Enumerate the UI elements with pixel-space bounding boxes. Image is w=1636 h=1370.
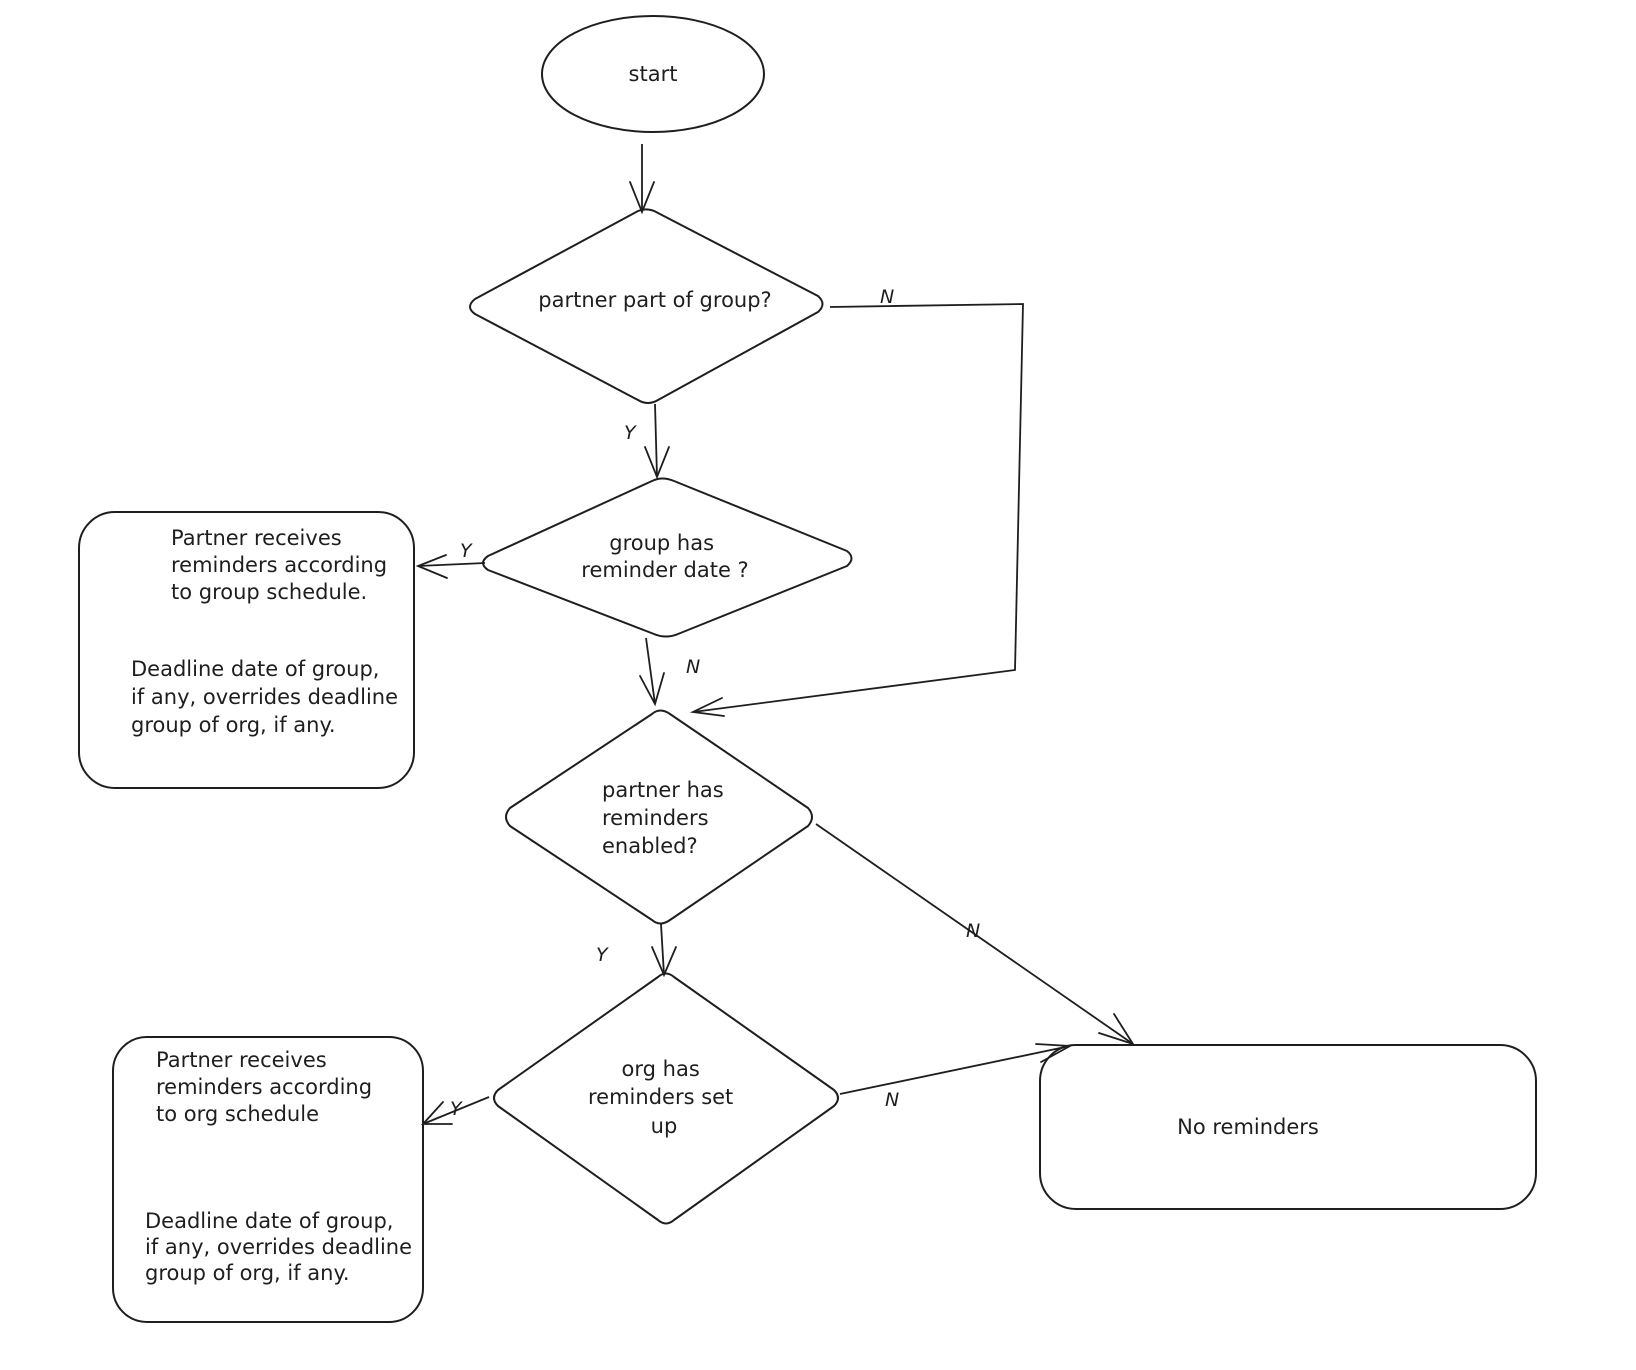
- edge-label-no: N: [686, 656, 700, 678]
- start-terminal-shape: [541, 15, 765, 133]
- node-no-reminders: No reminders: [1039, 1044, 1537, 1210]
- process-box-no-reminders: [1039, 1044, 1537, 1210]
- edge-group-has-reminder-date-no: N: [639, 637, 700, 707]
- node-org-schedule-outcome: Partner receives reminders according to …: [112, 1036, 424, 1323]
- edge-label-no: N: [966, 920, 980, 942]
- connector-line: [660, 923, 665, 976]
- edge-group-has-reminder-date-yes: Y: [415, 540, 486, 579]
- arrowhead-icon: [629, 181, 655, 215]
- connector-line: [422, 1096, 490, 1125]
- edge-partner-part-of-group-yes: Y: [624, 403, 670, 480]
- start-label: start: [629, 62, 678, 86]
- edge-label-yes: Y: [450, 1098, 463, 1120]
- edge-partner-part-of-group-no: N: [689, 286, 1024, 717]
- edge-label-no: N: [885, 1089, 899, 1111]
- edge-org-has-reminders-set-up-no: N: [839, 1043, 1074, 1111]
- decision-diamond-org-has-reminders-set-up: [493, 972, 839, 1225]
- edge-label-yes: Y: [596, 944, 609, 966]
- partner-part-of-group-label: partner part of group?: [538, 288, 771, 312]
- node-partner-has-reminders-enabled: partner has reminders enabled?: [505, 709, 813, 925]
- decision-diamond-partner-has-reminders-enabled: [505, 709, 813, 925]
- node-group-has-reminder-date: group has reminder date ?: [482, 477, 853, 638]
- connector-line: [692, 303, 1024, 713]
- arrowhead-icon: [651, 946, 677, 978]
- process-box-org-schedule: [112, 1036, 424, 1323]
- partner-has-reminders-enabled-label: partner has reminders enabled?: [602, 778, 730, 858]
- edge-label-no: N: [880, 286, 894, 308]
- edge-label-yes: Y: [624, 422, 637, 444]
- connector-line: [654, 403, 658, 478]
- edge-partner-has-reminders-enabled-no: N: [815, 823, 1136, 1046]
- arrowhead-icon: [644, 446, 670, 480]
- arrowhead-icon: [639, 672, 665, 707]
- node-org-has-reminders-set-up: org has reminders set up: [493, 972, 839, 1225]
- arrowhead-icon: [420, 1101, 453, 1125]
- group-has-reminder-date-label: group has reminder date ?: [581, 531, 748, 582]
- node-group-schedule-outcome: Partner receives reminders according to …: [78, 511, 415, 789]
- node-start: start: [541, 15, 765, 133]
- decision-diamond-group-has-reminder-date: [482, 477, 853, 638]
- edge-org-has-reminders-set-up-yes: Y: [420, 1096, 490, 1125]
- connector-line: [815, 823, 1134, 1045]
- arrowhead-icon: [1035, 1043, 1074, 1063]
- node-partner-part-of-group: partner part of group?: [469, 208, 824, 404]
- arrowhead-icon: [415, 554, 448, 579]
- group-schedule-outcome-text: Partner receives reminders according to …: [131, 526, 405, 737]
- edge-label-yes: Y: [460, 540, 473, 562]
- connector-line: [645, 637, 656, 705]
- org-has-reminders-set-up-label: org has reminders set up: [588, 1057, 740, 1138]
- decision-diamond-partner-part-of-group: [469, 208, 824, 404]
- edge-partner-has-reminders-enabled-yes: Y: [596, 923, 677, 978]
- arrowhead-icon: [689, 697, 725, 717]
- connector-line: [417, 562, 486, 567]
- org-schedule-outcome-text: Partner receives reminders according to …: [145, 1048, 419, 1285]
- no-reminders-label: No reminders: [1177, 1115, 1319, 1139]
- connector-line: [839, 1045, 1071, 1095]
- arrowhead-icon: [1098, 1013, 1136, 1046]
- process-box-group-schedule: [78, 511, 415, 789]
- edge-start-to-partner-part-of-group: [629, 144, 655, 215]
